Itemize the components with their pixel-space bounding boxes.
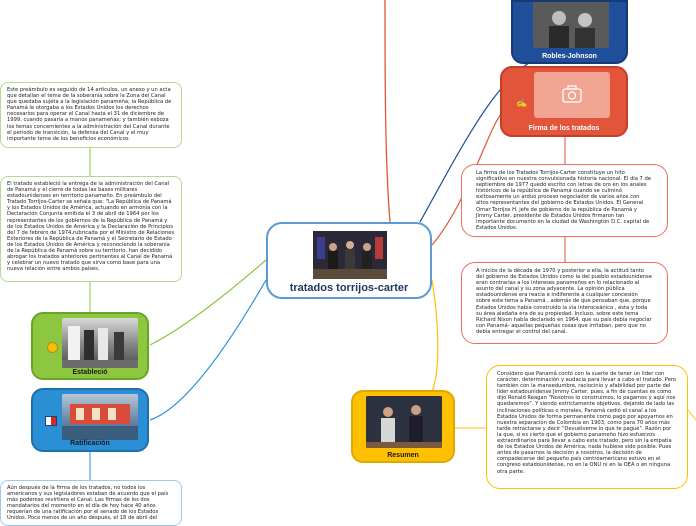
photo-illustration bbox=[62, 318, 138, 368]
hand-icon: ✍ bbox=[516, 98, 527, 109]
resumen-text-box: Considero que Panamá contó con la suerte… bbox=[486, 365, 688, 489]
topic-robles-johnson[interactable]: Robles-Johnson bbox=[511, 0, 628, 64]
firma-text-box: La firma de los Tratados Torrijos-Carter… bbox=[461, 164, 668, 237]
panama-flag-icon bbox=[47, 342, 58, 353]
resumen-text: Considero que Panamá contó con la suerte… bbox=[497, 371, 676, 475]
robles-label: Robles-Johnson bbox=[513, 53, 626, 60]
connector-robles bbox=[385, 0, 390, 222]
robles-photo bbox=[533, 2, 609, 48]
establecio-label: Estableció bbox=[33, 369, 147, 376]
topic-ratificacion[interactable]: Ratificación bbox=[31, 388, 149, 452]
topic-firma-tratados[interactable]: ✍ Firma de los tratados bbox=[500, 66, 628, 137]
panama-flag-icon bbox=[45, 416, 57, 426]
central-title: tratados torrijos-carter bbox=[268, 282, 430, 294]
camera-icon bbox=[534, 72, 610, 118]
central-topic[interactable]: tratados torrijos-carter bbox=[266, 222, 432, 299]
topic-resumen[interactable]: Resumen bbox=[351, 390, 455, 463]
photo-illustration bbox=[62, 394, 138, 440]
resumen-photo bbox=[366, 396, 442, 448]
ratificacion-text-box: Aún después de la firma de los tratados,… bbox=[0, 480, 182, 526]
ratificacion-photo bbox=[62, 394, 138, 440]
connector-central-ratificacion bbox=[150, 280, 266, 420]
photo-illustration bbox=[366, 396, 442, 448]
firma-text: La firma de los Tratados Torrijos-Carter… bbox=[476, 170, 651, 231]
central-photo bbox=[313, 231, 387, 279]
preambulo-text-box: Este preámbulo es seguido de 14 artículo… bbox=[0, 82, 182, 148]
preambulo-text: Este preámbulo es seguido de 14 artículo… bbox=[7, 87, 171, 142]
connector-central-resumen bbox=[430, 280, 438, 395]
establecio-photo bbox=[62, 318, 138, 368]
ratificacion-text: Aún después de la firma de los tratados,… bbox=[7, 485, 168, 521]
firma-photo-placeholder bbox=[534, 72, 610, 118]
photo-illustration bbox=[533, 2, 609, 48]
decada-text: A inicios de la década de 1970 y posteri… bbox=[476, 268, 652, 335]
firma-label: Firma de los tratados bbox=[502, 125, 626, 132]
topic-establecio[interactable]: Estableció bbox=[31, 312, 149, 380]
decada-text-box: A inicios de la década de 1970 y posteri… bbox=[461, 262, 668, 344]
establecio-text-box: El tratado estableció la entrega de la a… bbox=[0, 176, 182, 282]
ratificacion-label: Ratificación bbox=[33, 440, 147, 447]
photo-illustration bbox=[313, 231, 387, 279]
resumen-label: Resumen bbox=[353, 452, 453, 459]
establecio-text: El tratado estableció la entrega de la a… bbox=[7, 181, 174, 272]
